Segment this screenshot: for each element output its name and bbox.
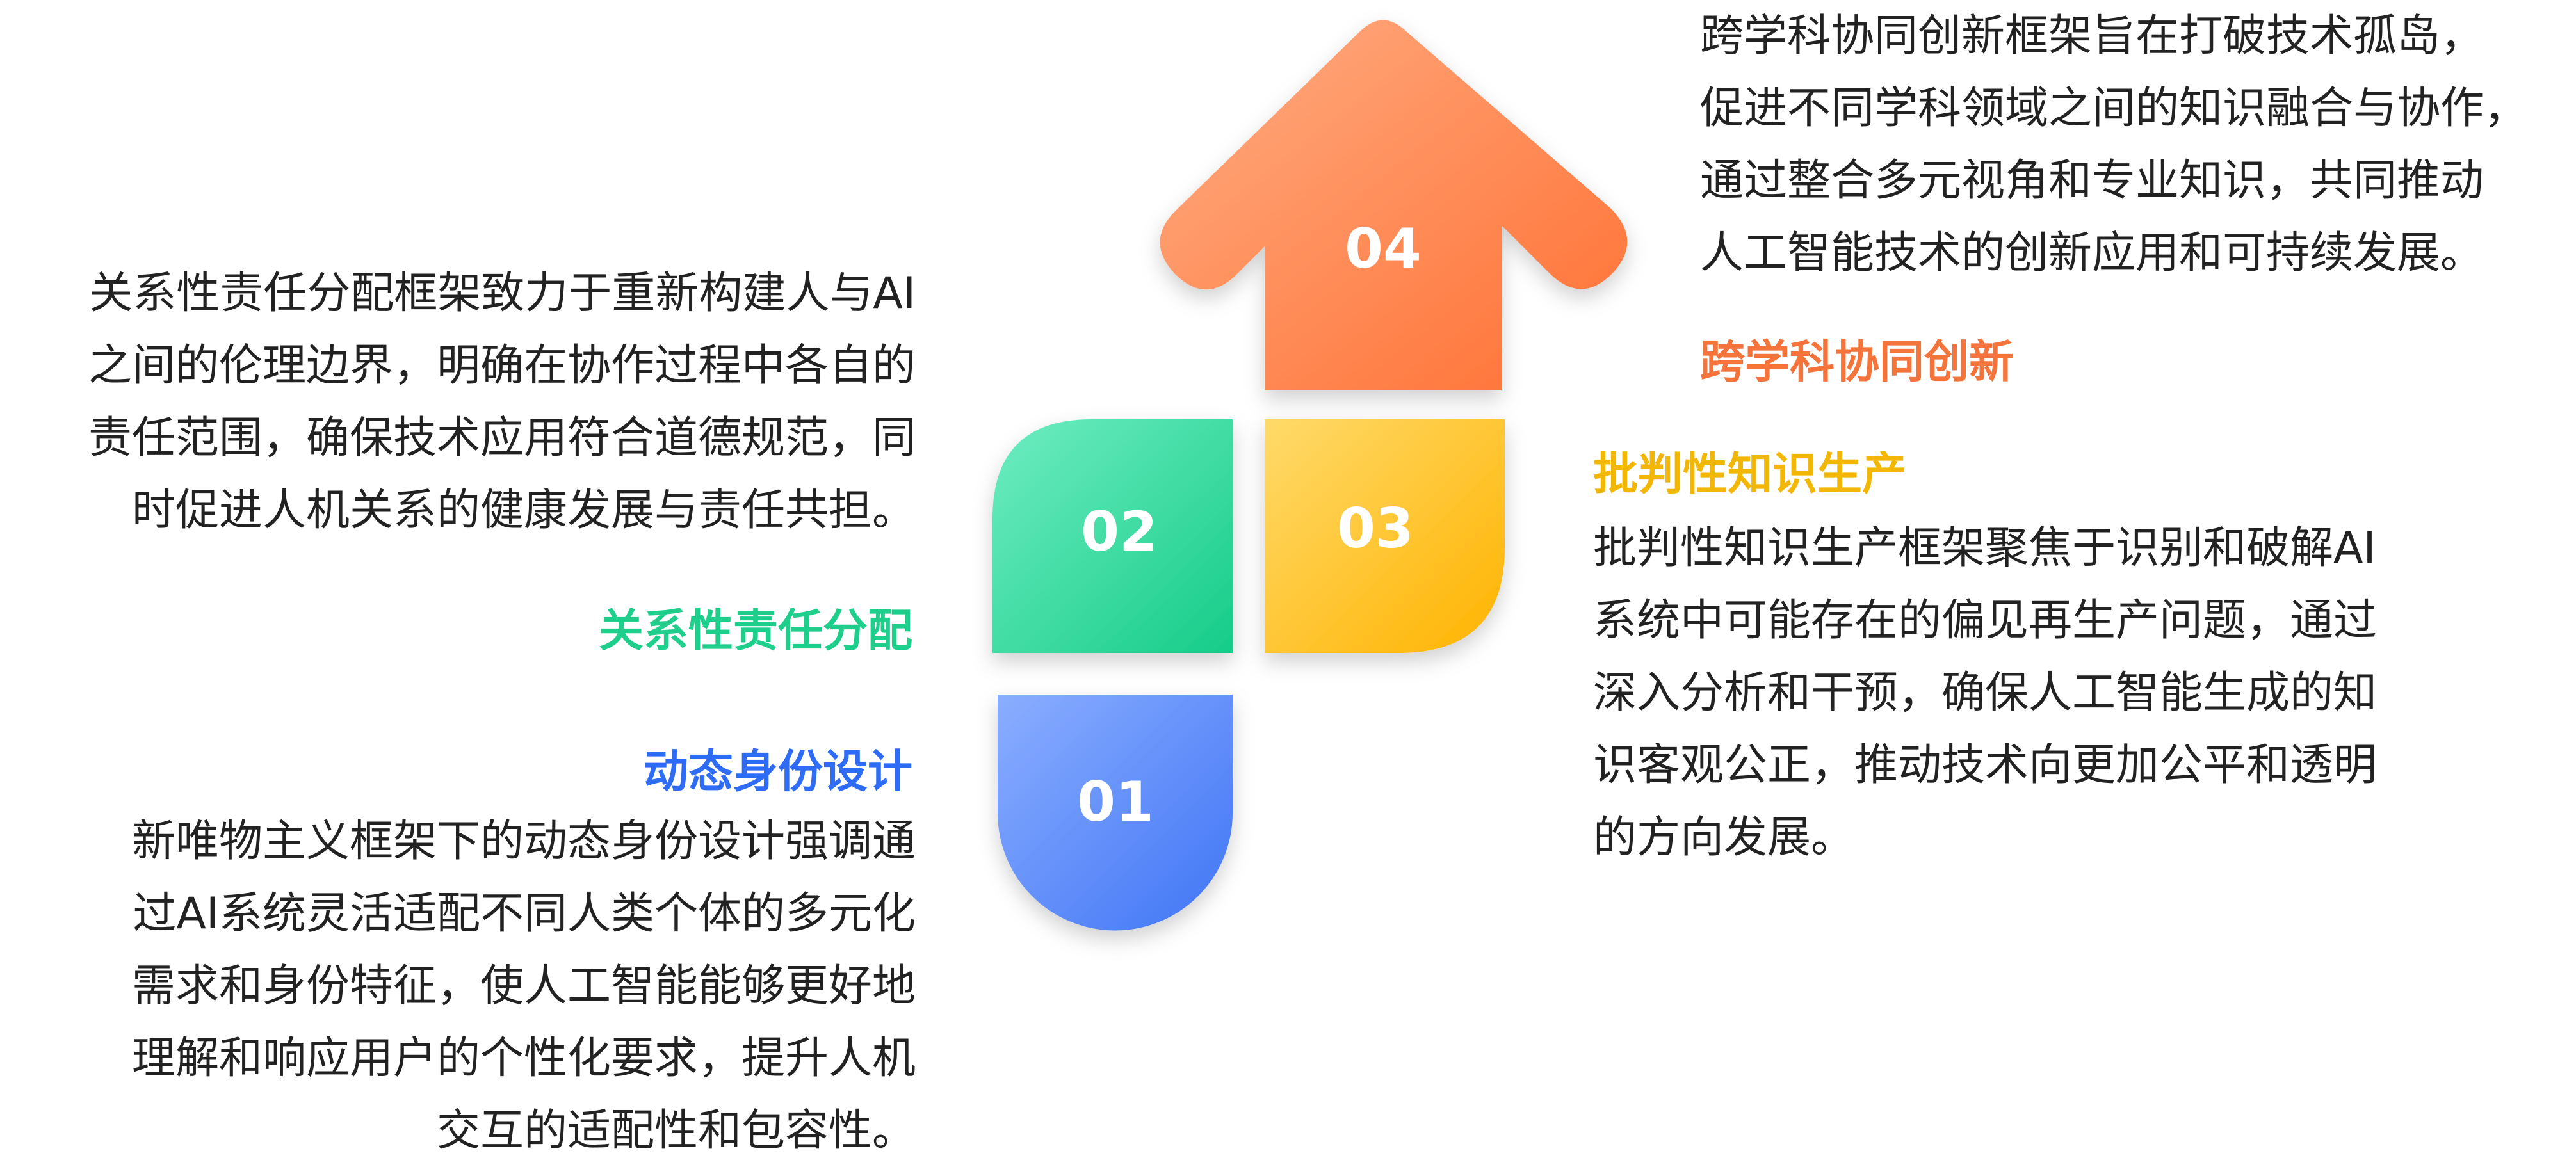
tile-03-number: 03 <box>1337 497 1414 561</box>
item-02-title: 关系性责任分配 <box>599 604 912 657</box>
tile-01-number: 01 <box>1077 770 1154 834</box>
item-01-description: 新唯物主义框架下的动态身份设计强调通 过AI系统灵活适配不同人类个体的多元化 需… <box>131 816 916 1156</box>
tile-04-number: 04 <box>1345 217 1422 281</box>
tile-01 <box>998 695 1233 931</box>
item-02-description: 关系性责任分配框架致力于重新构建人与AI 之间的伦理边界，明确在协作过程中各自的… <box>88 268 916 536</box>
item-03-description: 批判性知识生产框架聚焦于识别和破解AI 系统中可能存在的偏见再生产问题，通过 深… <box>1593 523 2378 863</box>
tile-02-number: 02 <box>1081 500 1158 564</box>
item-04-description: 跨学科协同创新框架旨在打破技术孤岛， 促进不同学科领域之间的知识融合与协作， 通… <box>1700 11 2528 278</box>
tile-02 <box>992 419 1233 653</box>
tile-04-arrow-shape <box>1160 20 1628 390</box>
item-01-title: 动态身份设计 <box>644 745 912 798</box>
tile-03 <box>1265 419 1505 653</box>
item-04-title: 跨学科协同创新 <box>1700 335 2014 388</box>
item-03-title: 批判性知识生产 <box>1593 447 1907 500</box>
